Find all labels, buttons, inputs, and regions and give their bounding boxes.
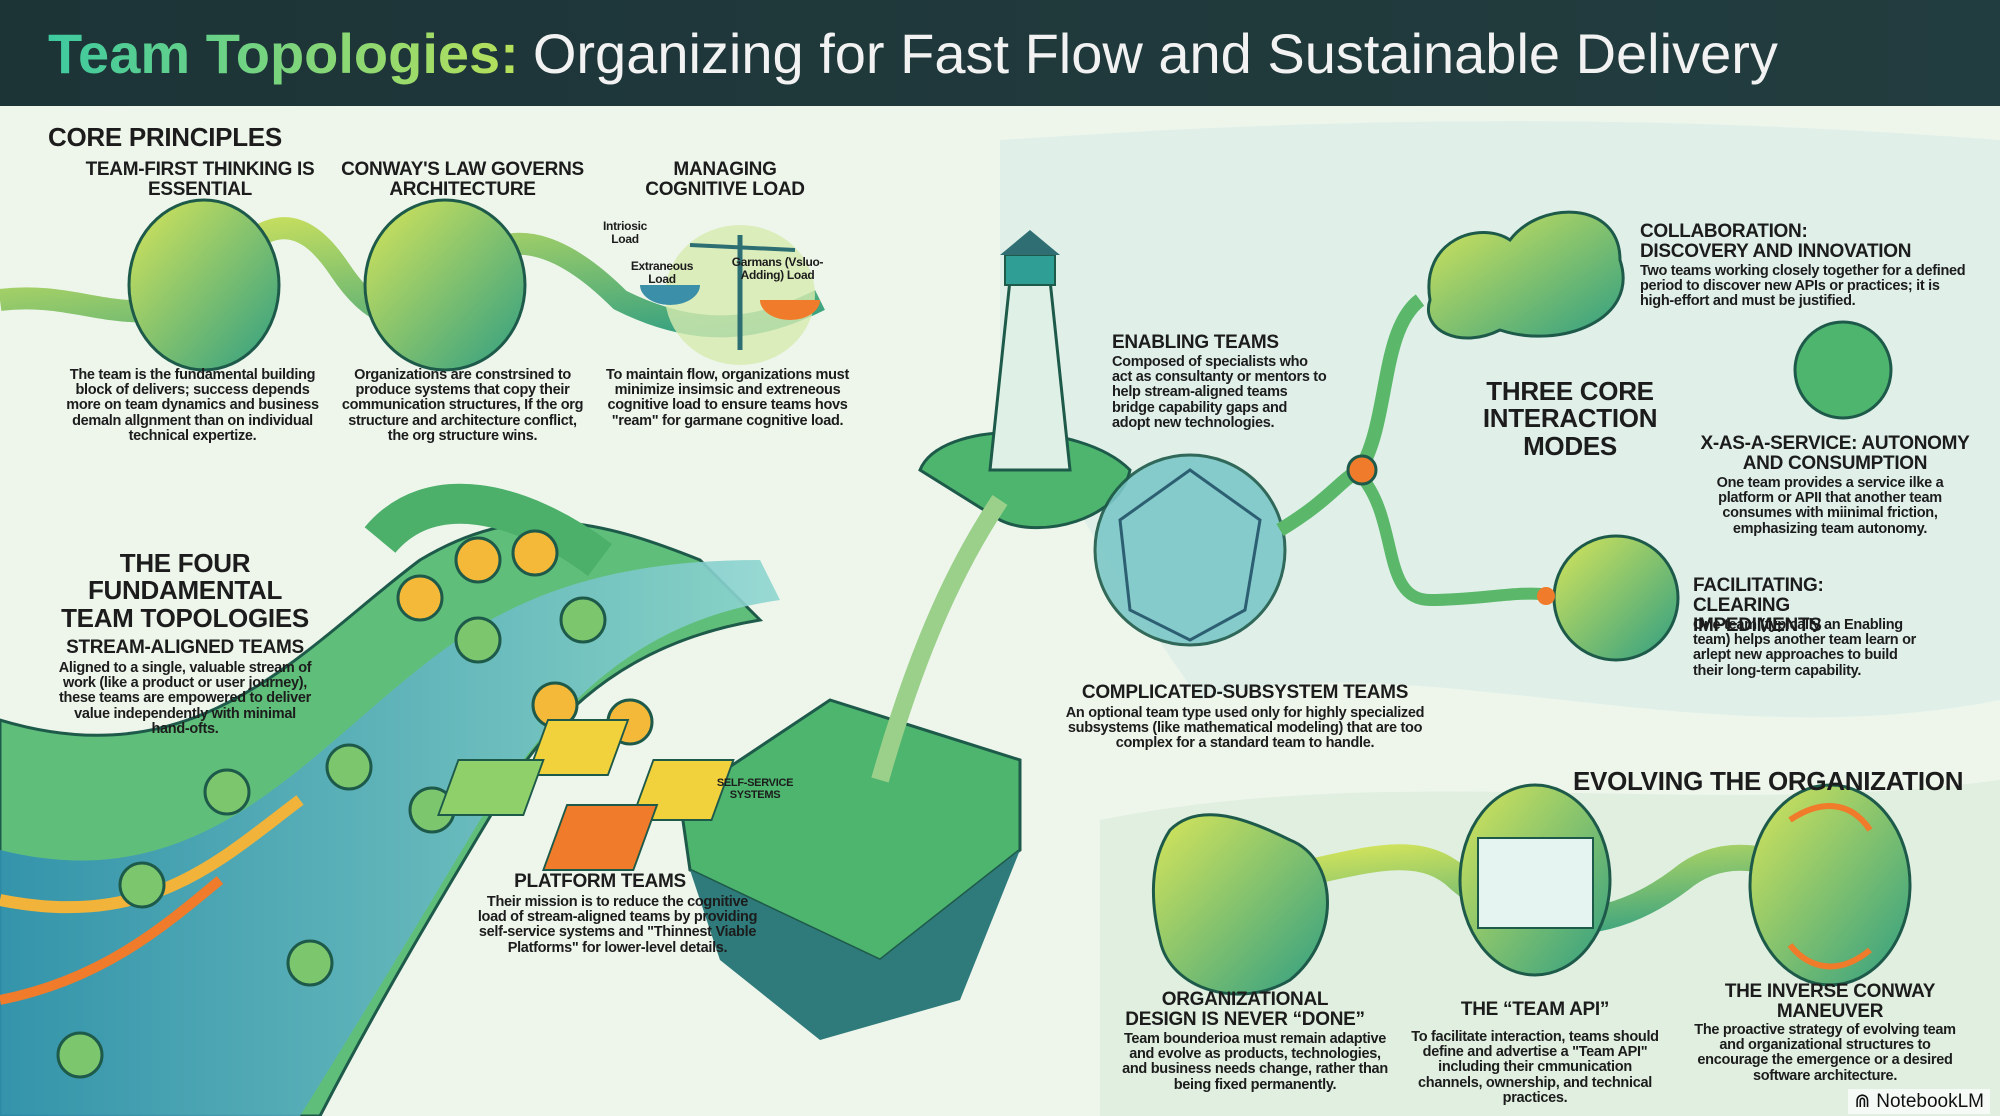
team-api-title: THE “TEAM API”	[1460, 999, 1610, 1020]
title-rest: Organizing for Fast Flow and Sustainable…	[532, 21, 1778, 85]
extraneous-load-label: Extraneous Load	[630, 259, 694, 286]
evolving-heading: EVOLVING THE ORGANIZATION	[1573, 766, 1964, 796]
cognitive-load-title: MANAGING COGNITIVE LOAD	[645, 159, 805, 200]
org-chart-icon	[363, 198, 527, 372]
title-bar: Team Topologies: Organizing for Fast Flo…	[0, 0, 2000, 106]
conway-body: Organizations are constrsined to produce…	[341, 367, 584, 444]
cognitive-load-body: To maintain flow, organizations must min…	[606, 367, 849, 429]
org-design-title: ORGANIZATIONAL DESIGN IS NEVER “DONE”	[1125, 989, 1365, 1030]
platform-title: PLATFORM TEAMS	[514, 871, 686, 892]
team-people-icon	[127, 198, 281, 372]
conway-title: CONWAY'S LAW GOVERNS ARCHITECTURE	[341, 159, 584, 200]
team-api-body: To facilitate interaction, teams should …	[1411, 1029, 1659, 1106]
notebooklm-logo-icon: ⋒	[1854, 1091, 1871, 1112]
collaboration-cloud-icon	[1427, 210, 1625, 340]
germane-load-label: Garmans (Vsluo-Adding) Load	[731, 255, 824, 282]
platform-body: Their mission is to reduce the cognitive…	[477, 894, 758, 956]
org-design-body: Team bounderioa must remain adaptive and…	[1122, 1031, 1388, 1093]
intrinsic-load-label: Intriosic Load	[603, 219, 647, 246]
x-as-a-service-title: X-AS-A-SERVICE: AUTONOMY AND CONSUMPTION	[1700, 433, 1970, 474]
x-as-a-service-icon	[1793, 320, 1893, 420]
title-highlight: Team Topologies:	[48, 21, 519, 85]
notebooklm-brand: ⋒NotebookLM	[1848, 1089, 1990, 1114]
x-as-a-service-body: One team provides a service ilke a platf…	[1716, 475, 1944, 537]
team-first-body: The team is the fundamental building blo…	[66, 367, 319, 444]
illustration-background	[0, 106, 2000, 1116]
inverse-conway-icon	[1748, 783, 1912, 987]
enabling-title: ENABLING TEAMS	[1112, 332, 1279, 353]
junction-node	[1346, 454, 1378, 486]
self-service-label: SELF-SERVICE SYSTEMS	[716, 777, 794, 801]
complicated-subsystem-body: An optional team type used only for high…	[1065, 705, 1425, 752]
interaction-modes-heading: THREE CORE INTERACTION MODES	[1482, 376, 1658, 461]
facilitating-title: FACILITATING: CLEARING IMPEDIMENTS	[1693, 575, 1824, 636]
enabling-body: Composed of specialists who act as consu…	[1112, 354, 1327, 431]
four-topologies-heading: THE FOUR FUNDAMENTAL TEAM TOPOLOGIES	[61, 548, 309, 633]
collaboration-title: COLLABORATION: DISCOVERY AND INNOVATION	[1640, 221, 1912, 262]
core-principles-heading: CORE PRINCIPLES	[48, 122, 282, 152]
inverse-conway-body: The proactive strategy of evolving team …	[1694, 1022, 1956, 1084]
inverse-conway-title: THE INVERSE CONWAY MANEUVER	[1724, 981, 1936, 1022]
brand-label: NotebookLM	[1876, 1090, 1984, 1112]
collaboration-body: Two teams working closely together for a…	[1640, 263, 1966, 310]
facilitating-body: One team (typically an Enabling team) he…	[1693, 617, 1916, 679]
stream-aligned-title: STREAM-ALIGNED TEAMS	[66, 637, 304, 658]
organic-shape-icon	[1152, 813, 1329, 996]
team-first-title: TEAM-FIRST THINKING IS ESSENTIAL	[85, 159, 315, 200]
facilitating-hands-icon	[1552, 534, 1680, 662]
complicated-subsystem-title: COMPLICATED-SUBSYSTEM TEAMS	[1081, 682, 1409, 703]
stream-aligned-body: Aligned to a single, valuable stream of …	[58, 660, 312, 737]
